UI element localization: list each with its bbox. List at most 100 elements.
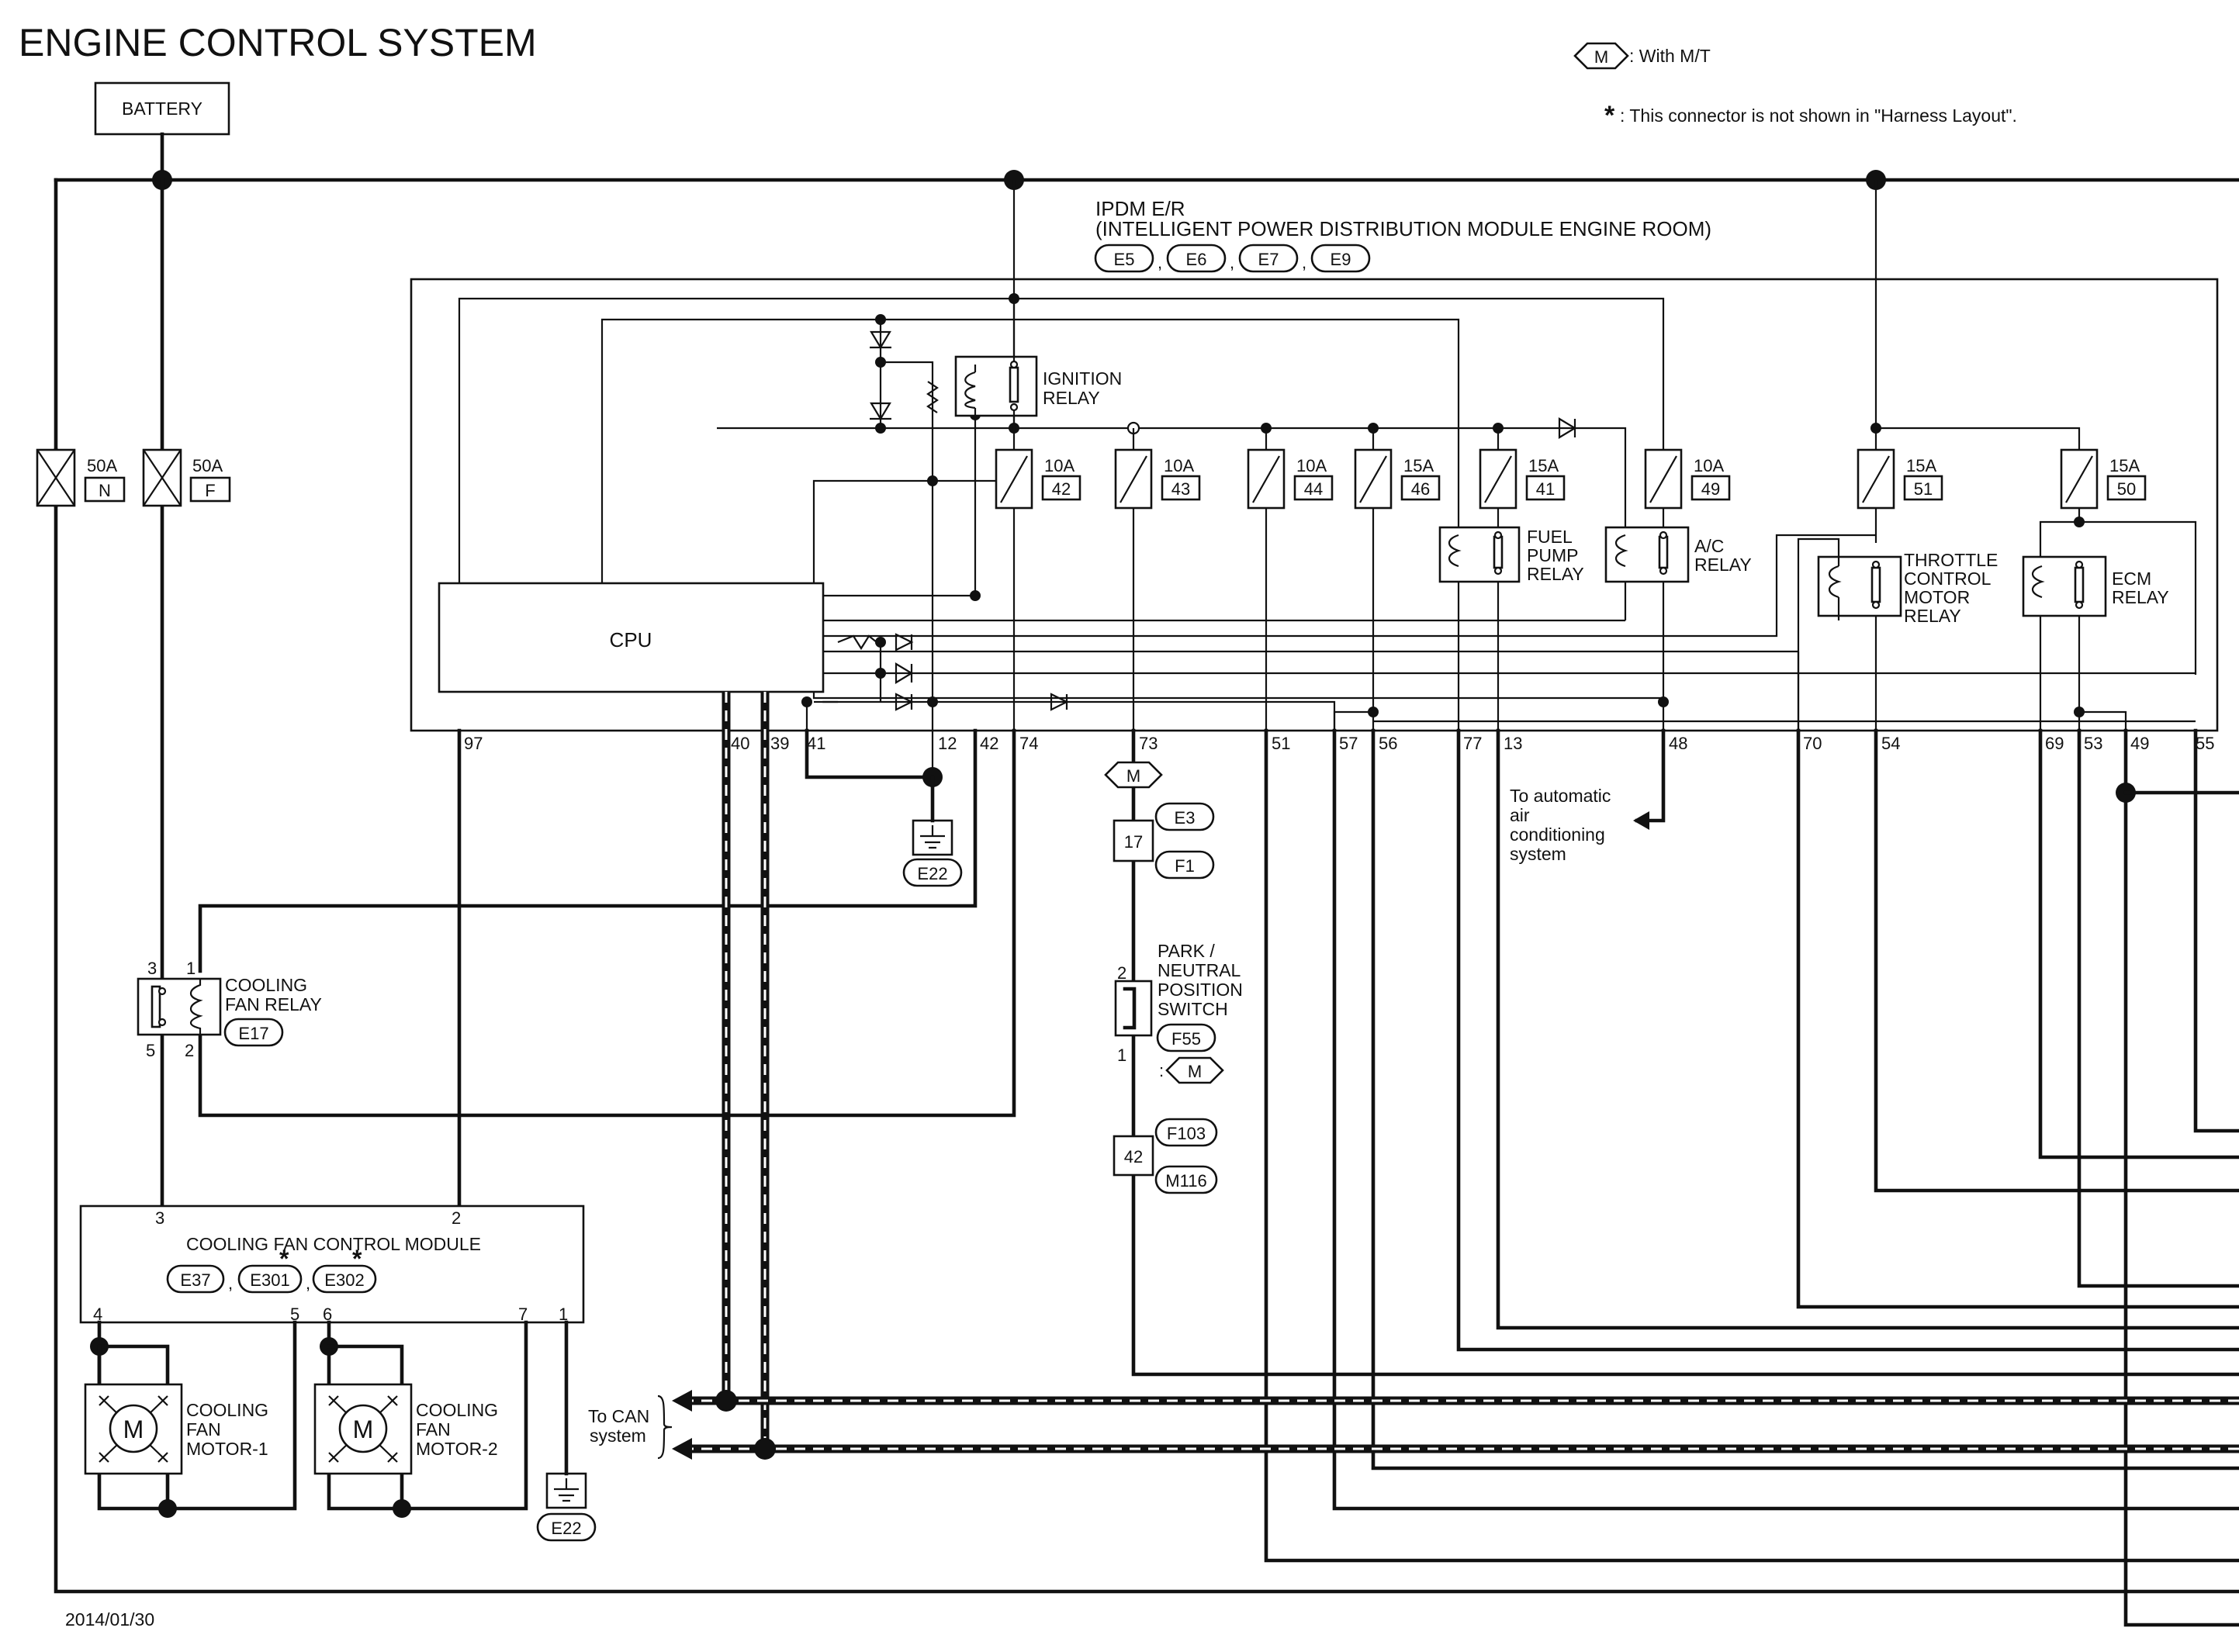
fuse-41: 15A 41 xyxy=(1479,448,1566,510)
ac-note-line2: air xyxy=(1510,805,1530,825)
cooling-fan-motor-1: M COOLING FAN MOTOR-1 xyxy=(84,1383,268,1475)
svg-text:*: * xyxy=(352,1245,362,1273)
battery-label: BATTERY xyxy=(122,98,202,119)
svg-text:42: 42 xyxy=(1052,479,1071,499)
fusible-link-n: 50A N xyxy=(36,448,126,508)
fan-module-pin-labels: 3 2 4 5 6 7 1 xyxy=(93,1208,568,1324)
fuse-43: 10A 43 xyxy=(1114,448,1201,510)
svg-text:E6: E6 xyxy=(1186,250,1207,269)
svg-text:39: 39 xyxy=(770,734,789,753)
svg-text:,: , xyxy=(306,1274,310,1293)
cooling-fan-relay: 3 1 5 2 COOLING FAN RELAY E17 xyxy=(137,959,322,1060)
svg-text:6: 6 xyxy=(323,1305,332,1324)
svg-text:1: 1 xyxy=(559,1305,568,1324)
cpu-box xyxy=(438,582,825,693)
svg-text:COOLING: COOLING xyxy=(416,1400,498,1420)
svg-text:E3: E3 xyxy=(1175,808,1196,828)
svg-text:15A: 15A xyxy=(1528,456,1559,475)
svg-text:PARK /: PARK / xyxy=(1158,941,1215,961)
cpu-label: CPU xyxy=(610,628,652,651)
fuse-49: 10A 49 xyxy=(1644,448,1731,510)
svg-text:77: 77 xyxy=(1463,734,1482,753)
ground-loop-wire xyxy=(54,178,2239,1594)
svg-text:M: M xyxy=(1188,1062,1202,1081)
svg-text:15A: 15A xyxy=(1403,456,1434,475)
svg-text:2: 2 xyxy=(185,1041,194,1060)
svg-text:40: 40 xyxy=(731,734,749,753)
ipdm-subtitle: (INTELLIGENT POWER DISTRIBUTION MODULE E… xyxy=(1095,217,1711,240)
svg-text:54: 54 xyxy=(1881,734,1900,753)
svg-text:2: 2 xyxy=(452,1208,461,1228)
svg-text:RELAY: RELAY xyxy=(1043,388,1100,408)
svg-text:RELAY: RELAY xyxy=(1527,564,1584,584)
junction-connector-42: 42 F103 M116 xyxy=(1113,1118,1218,1194)
svg-text:10A: 10A xyxy=(1296,456,1327,475)
svg-text:51: 51 xyxy=(1914,479,1933,499)
svg-text:*: * xyxy=(279,1245,289,1273)
svg-text:,: , xyxy=(1230,253,1234,272)
star-symbol: * xyxy=(1604,101,1615,130)
ignition-relay: IGNITION RELAY xyxy=(954,299,1122,428)
svg-text:SWITCH: SWITCH xyxy=(1158,999,1228,1019)
svg-text:42: 42 xyxy=(1124,1147,1143,1166)
park-neutral-position-switch: 2 1 PARK / NEUTRAL POSITION SWITCH F55 :… xyxy=(1114,941,1243,1084)
ipdm-connectors: E5 , E6 , E7 , E9 xyxy=(1094,244,1371,273)
svg-text:M: M xyxy=(1126,766,1140,786)
ipdm-module-box xyxy=(410,278,2219,732)
svg-text:M116: M116 xyxy=(1165,1171,1206,1191)
svg-text:,: , xyxy=(1158,253,1162,272)
svg-text:15A: 15A xyxy=(1906,456,1936,475)
cooling-fan-control-module xyxy=(79,1204,585,1324)
svg-text::: : xyxy=(1159,1061,1164,1080)
fuel-pump-relay: FUEL PUMP RELAY xyxy=(1438,526,1584,584)
ipdm-pin-labels: 97 40 39 41 12 42 74 73 51 57 56 77 13 4… xyxy=(464,734,2214,753)
svg-text:E37: E37 xyxy=(180,1270,210,1290)
svg-text:74: 74 xyxy=(1019,734,1038,753)
svg-text:E7: E7 xyxy=(1258,250,1279,269)
svg-text:69: 69 xyxy=(2045,734,2064,753)
ac-note-line3: conditioning xyxy=(1510,824,1605,845)
svg-text:43: 43 xyxy=(1171,479,1190,499)
page-title: ENGINE CONTROL SYSTEM xyxy=(19,21,537,64)
svg-text:12: 12 xyxy=(938,734,957,753)
svg-text:13: 13 xyxy=(1504,734,1522,753)
svg-text:FAN RELAY: FAN RELAY xyxy=(225,994,322,1014)
mt-legend-text: : With M/T xyxy=(1629,46,1711,66)
svg-text:THROTTLE: THROTTLE xyxy=(1904,550,1998,570)
svg-text:3: 3 xyxy=(155,1208,164,1228)
svg-text:F1: F1 xyxy=(1175,856,1195,876)
svg-text:46: 46 xyxy=(1411,479,1430,499)
svg-text:FUEL: FUEL xyxy=(1527,527,1573,547)
ecm-relay: ECM RELAY xyxy=(2022,555,2169,617)
svg-text:E5: E5 xyxy=(1114,250,1135,269)
svg-text:41: 41 xyxy=(1536,479,1555,499)
svg-text:49: 49 xyxy=(2130,734,2149,753)
svg-text:E302: E302 xyxy=(324,1270,364,1290)
svg-text:N: N xyxy=(99,481,111,500)
svg-text:53: 53 xyxy=(2084,734,2102,753)
svg-text:1: 1 xyxy=(186,959,196,978)
svg-text:M: M xyxy=(353,1415,374,1443)
fuse-50: 15A 50 xyxy=(2060,448,2147,510)
fan-module-connectors: E37 , E301 , E302 * * xyxy=(166,1245,377,1294)
mt-symbol: M xyxy=(1594,47,1608,67)
svg-text:E301: E301 xyxy=(250,1270,289,1290)
fuse-51: 15A 51 xyxy=(1857,448,1943,510)
svg-text:CONTROL: CONTROL xyxy=(1904,569,1992,589)
svg-text:COOLING: COOLING xyxy=(186,1400,268,1420)
svg-text:POSITION: POSITION xyxy=(1158,980,1243,1000)
svg-text:PUMP: PUMP xyxy=(1527,545,1578,565)
svg-text:E22: E22 xyxy=(917,864,947,883)
svg-text:15A: 15A xyxy=(2109,456,2140,475)
throttle-control-motor-relay: THROTTLE CONTROL MOTOR RELAY xyxy=(1797,537,1998,731)
svg-text:10A: 10A xyxy=(1164,456,1194,475)
svg-text:COOLING: COOLING xyxy=(225,975,307,995)
svg-text:FAN: FAN xyxy=(416,1419,451,1439)
svg-text:5: 5 xyxy=(146,1041,155,1060)
svg-text:IGNITION: IGNITION xyxy=(1043,368,1122,389)
ground-e22-fan: E22 xyxy=(536,1472,597,1542)
svg-text:49: 49 xyxy=(1701,479,1720,499)
can-bus xyxy=(657,692,2239,1460)
svg-text:F: F xyxy=(205,481,215,500)
